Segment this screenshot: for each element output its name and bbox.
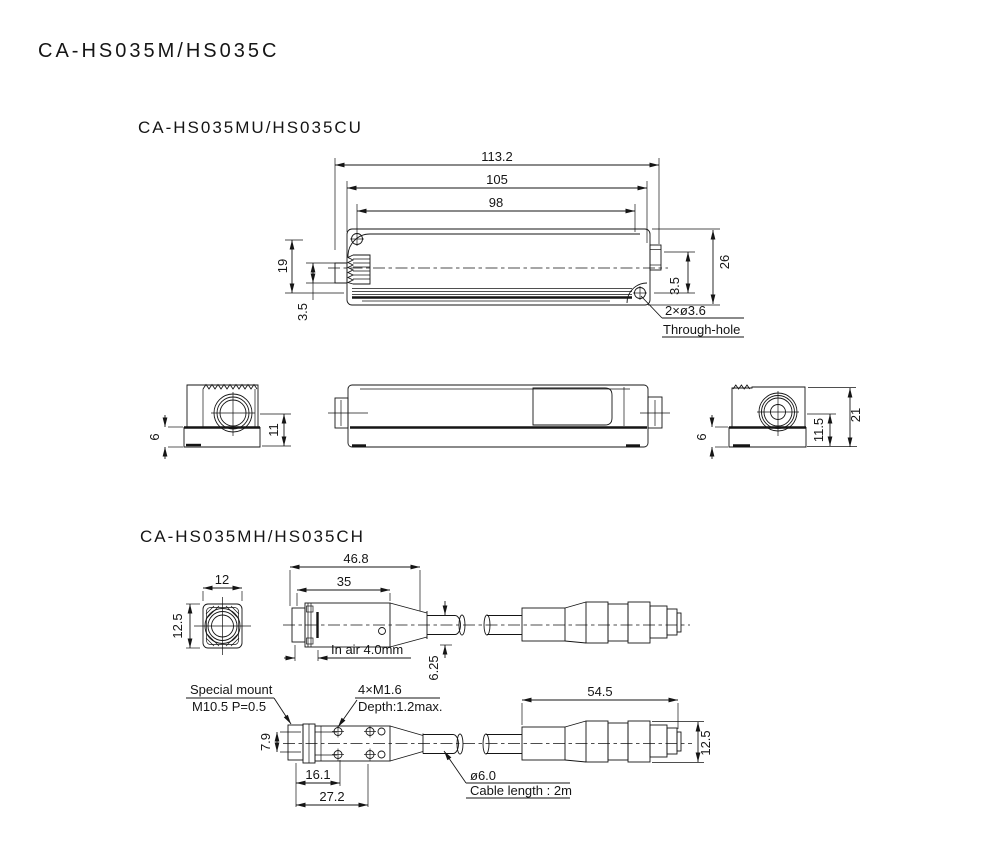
dim-mount-width: 105 (486, 172, 508, 187)
dim-overall-width: 113.2 (481, 149, 513, 164)
dim-body-width: 98 (489, 195, 503, 210)
focus-note: In air 4.0mm (331, 642, 403, 657)
dim-hole-callout: 2×ø3.6 (665, 303, 706, 318)
dim-head-length: 46.8 (343, 551, 368, 566)
dim-height-side: 21 (848, 408, 863, 422)
head-mount-view: Special mount M10.5 P=0.5 4×M1.6 Depth:1… (186, 682, 713, 808)
dim-lens-axis: 11 (266, 423, 281, 437)
dim-offset-right: 3.5 (667, 277, 682, 295)
dim-connector-dia: 12.5 (698, 730, 713, 755)
head-side-view: 46.8 35 In air 4.0mm 6.25 (283, 551, 690, 681)
dim-body-length: 35 (337, 574, 351, 589)
dim-base-right: 6 (694, 433, 709, 440)
dim-head-width: 12 (215, 572, 229, 587)
dim-hole-pitch: 19 (275, 259, 290, 273)
cable-length-callout: Cable length : 2m (470, 783, 572, 798)
dim-flange: 7.9 (258, 733, 273, 751)
mount-note-1: Special mount (190, 682, 273, 697)
screw-note-2: Depth:1.2max. (358, 699, 443, 714)
dim-connector-axis: 11.5 (811, 418, 826, 442)
dim-screw-pitch: 16.1 (305, 767, 330, 782)
section-h-title: CA-HS035MH/HS035CH (140, 527, 365, 546)
section-u-title: CA-HS035MU/HS035CU (138, 118, 363, 137)
cable-dia-callout: ø6.0 (470, 768, 496, 783)
camera-side-view (328, 384, 670, 448)
dim-mount-length: 27.2 (319, 789, 344, 804)
hole-note: Through-hole (663, 322, 740, 337)
camera-left-end-view: 6 11 (147, 383, 291, 459)
dim-head-height: 12.5 (170, 613, 185, 638)
dim-connector-length: 54.5 (587, 684, 612, 699)
dim-height: 26 (717, 255, 732, 269)
camera-right-end-view: 6 11.5 21 (694, 384, 863, 459)
mount-note-2: M10.5 P=0.5 (192, 699, 266, 714)
page-title: CA-HS035M/HS035C (38, 40, 279, 62)
screw-note-1: 4×M1.6 (358, 682, 402, 697)
dim-cable-offset: 6.25 (426, 655, 441, 680)
head-front-view: 12 12.5 (170, 572, 251, 655)
camera-top-view-dimensions: 113.2 105 98 19 3.5 26 3.5 2×ø3.6 Throug… (275, 149, 744, 338)
camera-top-view (328, 228, 668, 306)
dim-base-left: 6 (147, 433, 162, 440)
dim-offset-left: 3.5 (295, 303, 310, 321)
